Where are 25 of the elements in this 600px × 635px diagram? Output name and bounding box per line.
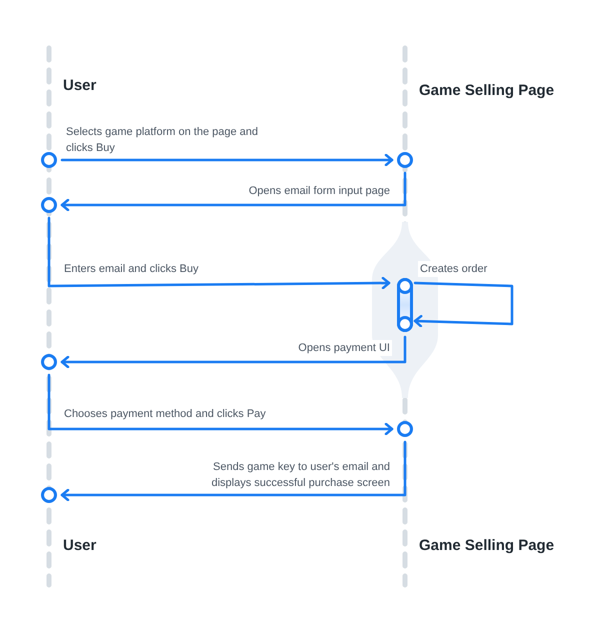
arrow bbox=[60, 154, 394, 166]
edge-label: Creates order bbox=[418, 261, 490, 277]
edge-label: Enters email and clicks Buy bbox=[62, 261, 200, 277]
lifeline-title: Game Selling Page bbox=[419, 82, 554, 99]
lifeline-title: Game Selling Page bbox=[419, 537, 554, 554]
lifeline-title: User bbox=[63, 77, 96, 94]
arrow bbox=[48, 374, 394, 436]
arrow bbox=[48, 216, 390, 290]
arrow bbox=[414, 282, 514, 328]
arrow bbox=[60, 172, 406, 212]
lifeline-point bbox=[397, 152, 413, 168]
edge-label: Chooses payment method and clicks Pay bbox=[62, 406, 268, 422]
activation-bar bbox=[397, 278, 413, 332]
edge-label: Opens payment UI bbox=[296, 340, 392, 356]
lifeline-point bbox=[41, 487, 57, 503]
lifeline-point bbox=[41, 197, 57, 213]
arrow bbox=[60, 440, 406, 502]
edge-label: Opens email form input page bbox=[246, 183, 392, 199]
lifeline-point bbox=[397, 316, 413, 332]
lifeline-point bbox=[41, 152, 57, 168]
lifeline-point bbox=[397, 278, 413, 294]
lifeline-title: User bbox=[63, 537, 96, 554]
lifeline-point bbox=[41, 354, 57, 370]
lifeline-point bbox=[397, 421, 413, 437]
arrow bbox=[60, 336, 406, 368]
